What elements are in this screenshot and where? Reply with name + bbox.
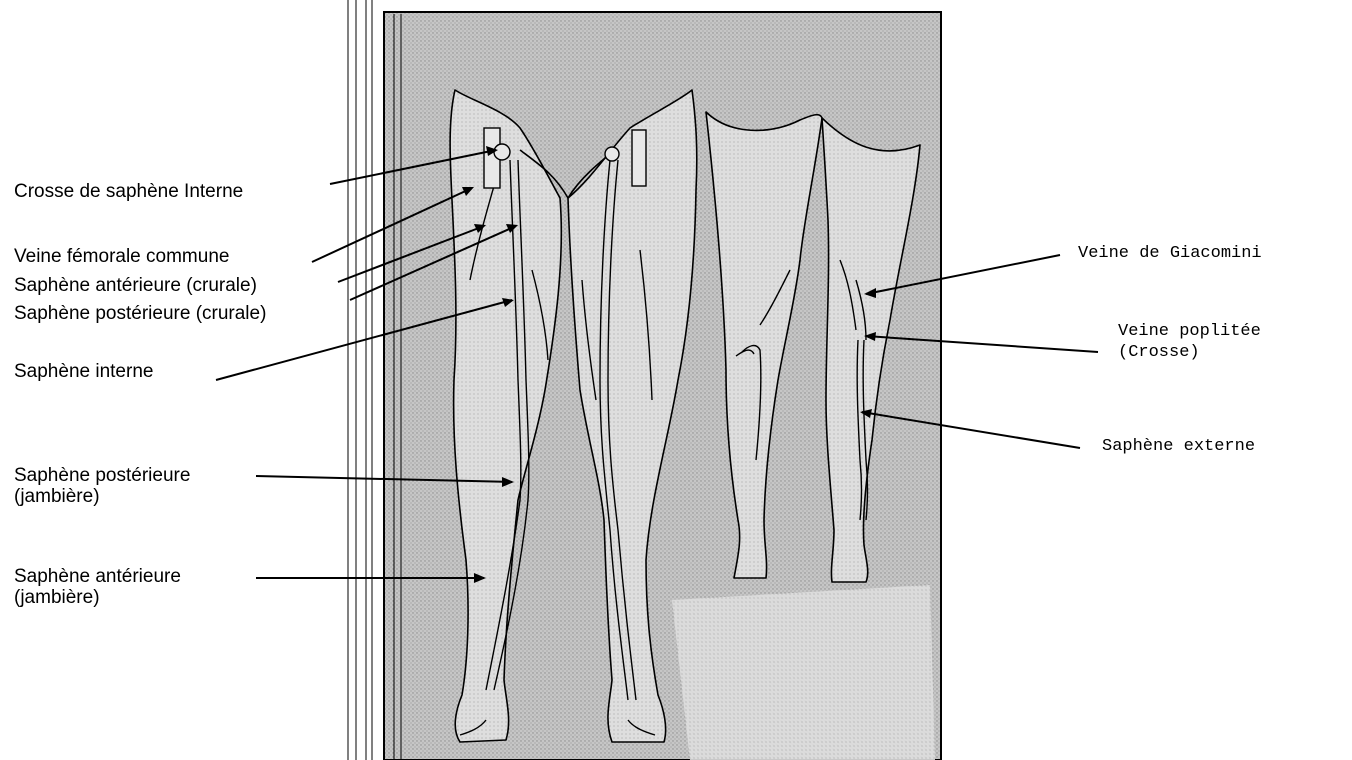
label-veine-giacomini: Veine de Giacomini — [1078, 243, 1262, 264]
label-veine-poplitee: Veine poplitée (Crosse) — [1118, 321, 1261, 363]
label-saphene-posterieure-crurale: Saphène postérieure (crurale) — [14, 303, 266, 324]
label-line: (Crosse) — [1118, 342, 1261, 363]
label-crosse-saphene-interne: Crosse de saphène Interne — [14, 181, 243, 202]
label-saphene-externe: Saphène externe — [1102, 436, 1255, 457]
label-line: (jambière) — [14, 486, 190, 507]
label-saphene-anterieure-crurale: Saphène antérieure (crurale) — [14, 275, 257, 296]
label-line: (jambière) — [14, 587, 181, 608]
label-line: Saphène antérieure — [14, 566, 181, 587]
label-line: Saphène postérieure — [14, 465, 190, 486]
label-veine-femorale-commune: Veine fémorale commune — [14, 246, 229, 267]
label-line: Veine poplitée — [1118, 321, 1261, 342]
frame-lines — [348, 0, 372, 760]
label-saphene-posterieure-jambiere: Saphène postérieure (jambière) — [14, 465, 190, 507]
label-saphene-anterieure-jambiere: Saphène antérieure (jambière) — [14, 566, 181, 608]
label-saphene-interne: Saphène interne — [14, 361, 153, 382]
